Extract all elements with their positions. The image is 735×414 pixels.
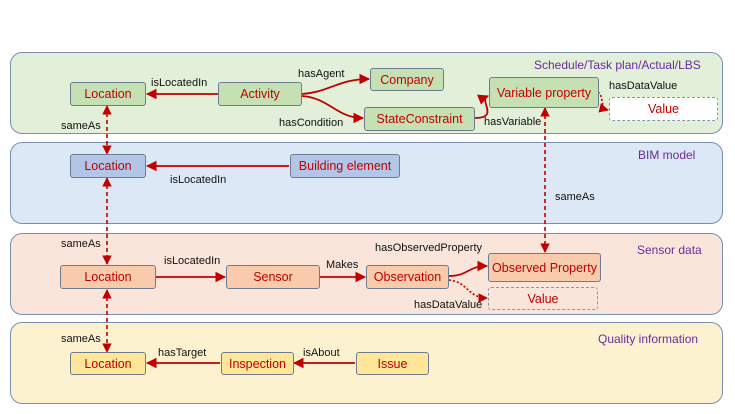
edge-label-makes: Makes [326, 259, 359, 271]
company-node: Company [370, 68, 444, 91]
edge-label-sameas-schedule-bim: sameAs [61, 120, 101, 132]
edge-label-sensor-located: isLocatedIn [164, 255, 221, 267]
location-node-schedule: Location [70, 82, 146, 106]
observed-property-node: Observed Property [488, 253, 601, 282]
value-node-sensor: Value [488, 287, 598, 310]
sensor-panel-label: Sensor data [637, 243, 702, 257]
edge-label-has-observed-property: hasObservedProperty [375, 242, 482, 254]
observation-node: Observation [366, 265, 449, 289]
sensor-node: Sensor [226, 265, 320, 289]
edge-label-has-variable: hasVariable [484, 116, 542, 128]
state-constraint-node: StateConstraint [364, 107, 475, 131]
location-node-sensor: Location [60, 265, 156, 289]
edge-label-sameas-variable-observed: sameAs [555, 191, 595, 203]
schedule-panel-label: Schedule/Task plan/Actual/LBS [534, 58, 701, 72]
edge-label-sameas-sensor-quality: sameAs [61, 333, 101, 345]
edge-label-has-condition: hasCondition [279, 117, 344, 129]
edge-label-bim-located: isLocatedIn [170, 174, 227, 186]
edge-label-sameas-bim-sensor: sameAs [61, 238, 101, 250]
edge-label-has-data-value-sensor: hasDataValue [414, 299, 483, 311]
edge-label-has-target: hasTarget [158, 347, 207, 359]
activity-node: Activity [218, 82, 302, 106]
edge-label-has-agent: hasAgent [298, 68, 345, 80]
variable-property-node: Variable property [489, 77, 599, 108]
building-element-node: Building element [290, 154, 400, 178]
quality-panel-label: Quality information [598, 332, 699, 346]
location-node-bim: Location [70, 154, 146, 178]
location-node-quality: Location [70, 352, 146, 375]
inspection-node: Inspection [221, 352, 294, 375]
bim-panel-label: BIM model [638, 148, 696, 162]
edge-label-activity-located: isLocatedIn [151, 77, 208, 89]
issue-node: Issue [356, 352, 429, 375]
value-node-schedule: Value [609, 97, 718, 121]
edge-label-has-data-value-schedule: hasDataValue [609, 80, 678, 92]
edge-label-is-about: isAbout [303, 347, 340, 359]
